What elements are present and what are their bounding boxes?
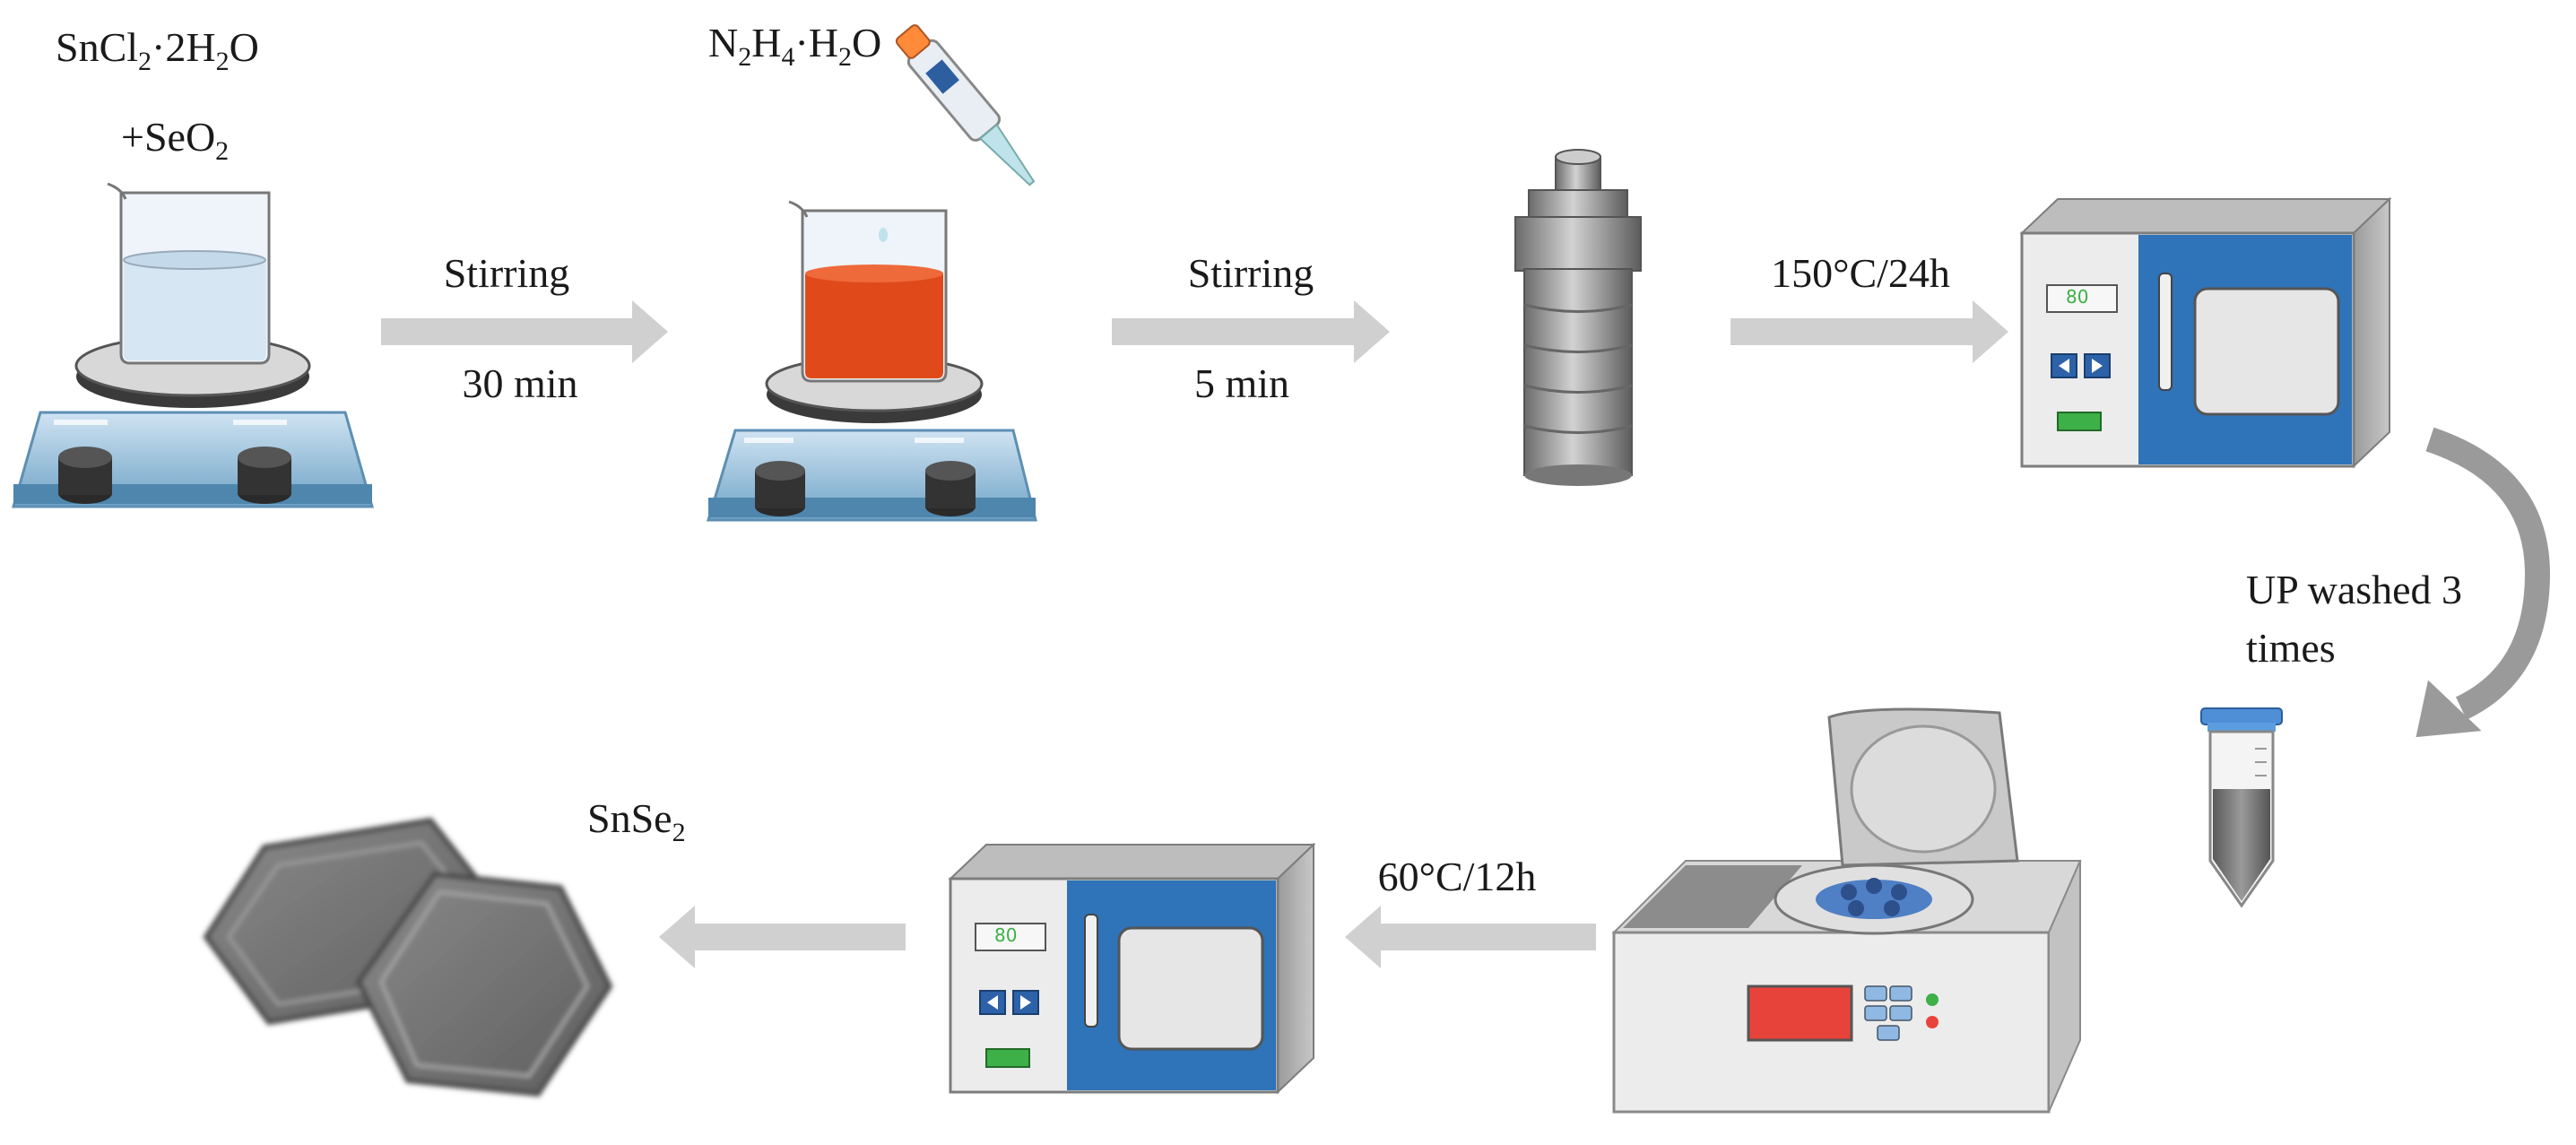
reagent-sncl2-label: SnCl2·2H2O — [56, 24, 259, 76]
arrow-step6 — [659, 906, 906, 968]
step4-wash-line1: UP washed 3 — [2246, 567, 2463, 612]
arrow-step5 — [1345, 906, 1596, 968]
step5-condition: 60°C/12h — [1377, 854, 1537, 899]
stirrer-with-clear-beaker — [12, 182, 374, 508]
step1-condition: Stirring — [443, 250, 570, 296]
snse2-hexagons — [203, 817, 613, 1097]
reagent-hydrazine-label: N2H4·H2O — [708, 20, 882, 72]
curved-arrow-wash — [2416, 427, 2551, 738]
oven-top — [2019, 196, 2392, 469]
oven-top-display: 80 — [2066, 286, 2089, 308]
oven-bottom — [948, 842, 1316, 1095]
step2-condition: Stirring — [1187, 250, 1314, 296]
arrow-step3 — [1730, 300, 2008, 363]
autoclave — [1514, 149, 1642, 486]
centrifuge-tube — [2200, 707, 2283, 908]
oven-bottom-display: 80 — [994, 924, 1018, 946]
arrow-step2 — [1112, 300, 1390, 363]
step4-wash-line2: times — [2246, 625, 2336, 671]
product-label: SnSe2 — [587, 795, 686, 847]
centrifuge — [1611, 707, 2082, 1114]
reagent-seo2-label: +SeO2 — [121, 114, 230, 166]
stirrer-with-red-beaker — [706, 24, 1037, 522]
step2-time: 5 min — [1193, 360, 1290, 406]
arrow-step1 — [381, 300, 668, 363]
step3-condition: 150°C/24h — [1771, 250, 1950, 296]
step1-time: 30 min — [462, 360, 578, 406]
